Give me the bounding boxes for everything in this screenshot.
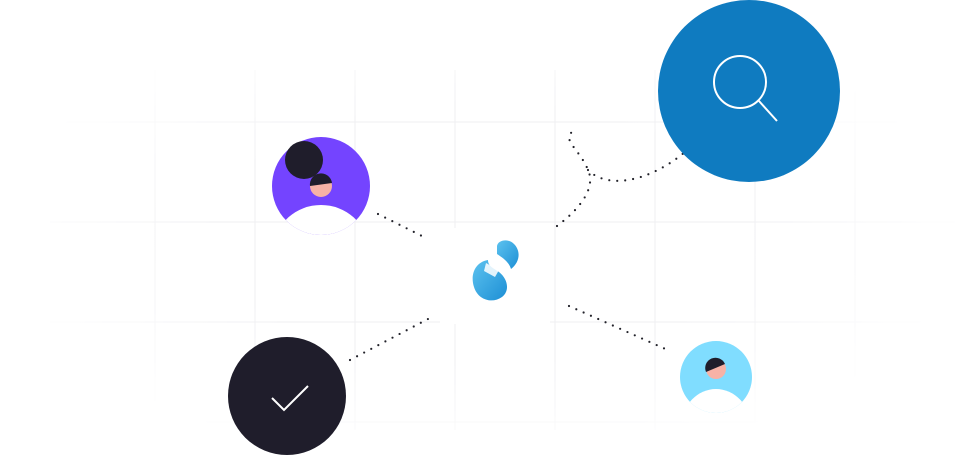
connector-bottom-right bbox=[567, 304, 672, 353]
connector-top-right bbox=[555, 130, 702, 228]
connector-lines bbox=[348, 130, 702, 362]
logo-icon bbox=[472, 240, 519, 301]
search-node[interactable] bbox=[658, 0, 840, 182]
check-icon bbox=[271, 385, 309, 412]
user-avatar-light-blue[interactable] bbox=[680, 341, 752, 461]
connector-top-left bbox=[376, 212, 428, 240]
search-icon bbox=[713, 55, 778, 122]
user-avatar-purple[interactable] bbox=[272, 137, 370, 289]
check-node[interactable] bbox=[228, 337, 346, 455]
